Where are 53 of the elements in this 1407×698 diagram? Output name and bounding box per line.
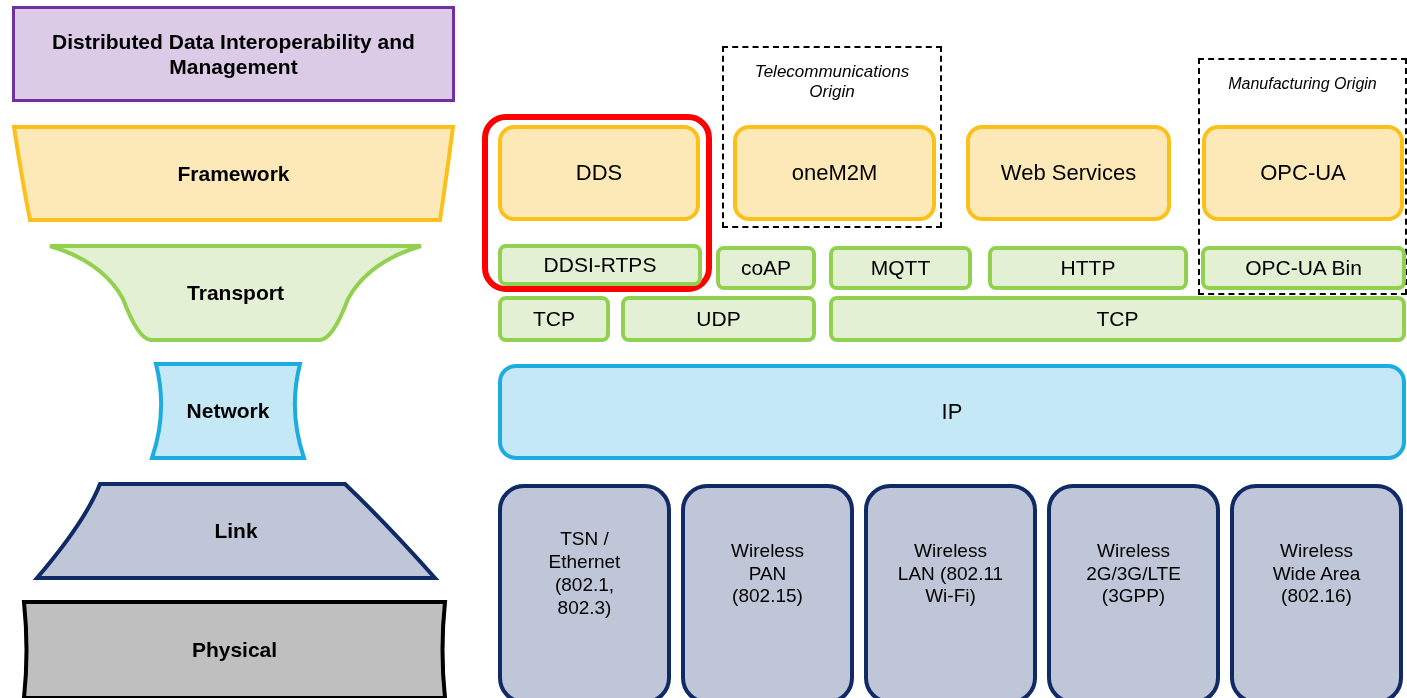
link-box <box>864 484 1037 698</box>
node-label: TCP <box>1096 306 1139 332</box>
node-label: DDS <box>575 159 623 187</box>
node-label: TCP <box>533 306 575 332</box>
layer-label: Framework <box>177 160 290 187</box>
layer-label: Network <box>186 398 270 424</box>
layer-shape <box>35 482 437 580</box>
node-label: Wireless 2G/3G/LTE (3GPP) <box>1085 539 1182 609</box>
protocol-box <box>621 296 816 342</box>
layer-label: Transport <box>187 280 284 306</box>
layer-shape <box>48 244 423 342</box>
protocol-box <box>829 246 972 290</box>
node-label: OPC-UA <box>1260 159 1346 187</box>
layer-shape <box>148 362 308 460</box>
node-label: Wireless LAN (802.11 Wi-Fi) <box>897 539 1004 609</box>
link-box <box>1047 484 1220 698</box>
node-label: coAP <box>740 255 792 281</box>
node-label: Wireless PAN (802.15) <box>730 539 805 609</box>
node-label: TSN / Ethernet (802.1, 802.3) <box>547 528 622 620</box>
protocol-box <box>498 296 610 342</box>
layer-shape <box>12 125 455 222</box>
link-box <box>681 484 854 698</box>
node-label: DDSI-RTPS <box>543 252 657 278</box>
framework-box <box>1202 125 1404 221</box>
layer-label: Link <box>214 518 258 544</box>
origin-group <box>722 46 942 228</box>
node-label: HTTP <box>1060 255 1116 281</box>
link-box <box>1230 484 1403 698</box>
protocol-box <box>988 246 1188 290</box>
protocol-box <box>829 296 1406 342</box>
node-label: oneM2M <box>791 159 878 187</box>
title-box <box>12 6 455 102</box>
node-label: Web Services <box>1000 159 1137 187</box>
framework-box <box>966 125 1171 221</box>
network-box <box>498 364 1406 460</box>
node-label: OPC-UA Bin <box>1245 255 1362 281</box>
node-label: IP <box>941 398 963 426</box>
framework-box <box>498 125 700 221</box>
link-box <box>498 484 671 698</box>
node-label: Wireless Wide Area (802.16) <box>1271 539 1362 609</box>
node-label: MQTT <box>870 255 931 281</box>
layer-shape <box>22 600 447 698</box>
layer-label: Physical <box>191 637 278 663</box>
group-label: Telecommunications Origin <box>753 62 911 103</box>
group-label: Manufacturing Origin <box>1227 74 1378 94</box>
layer-label: Distributed Data Interoperability and Management <box>51 28 416 80</box>
protocol-box <box>498 244 702 286</box>
framework-box <box>733 125 936 221</box>
protocol-box <box>716 246 816 290</box>
protocol-box <box>1201 246 1406 290</box>
origin-group <box>1198 58 1407 295</box>
node-label: UDP <box>696 306 741 332</box>
highlight-frame <box>482 114 712 292</box>
